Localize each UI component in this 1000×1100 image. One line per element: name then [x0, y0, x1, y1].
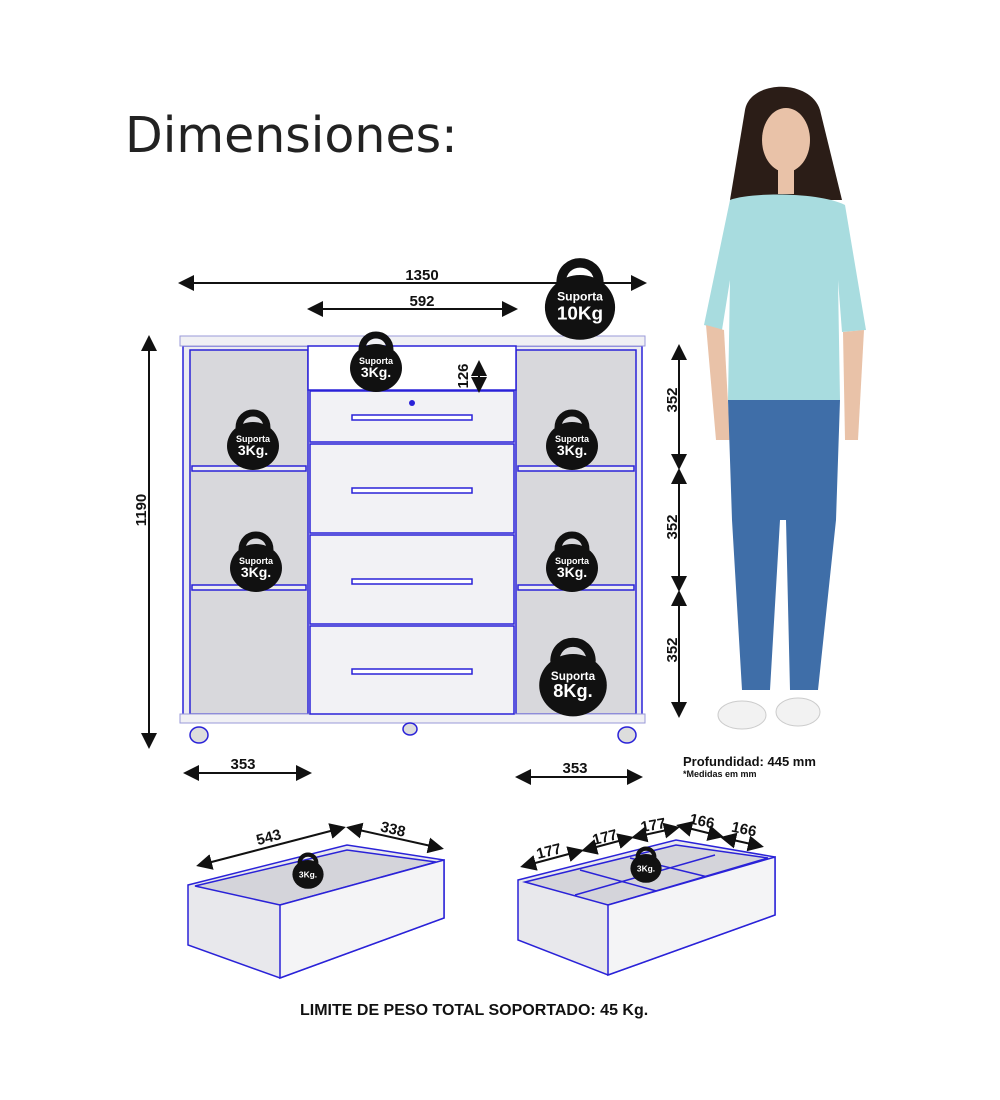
drawer-fronts	[309, 390, 515, 715]
svg-text:10Kg: 10Kg	[557, 304, 603, 325]
weight-3kg-divided-drawer-icon: 3Kg.	[630, 849, 661, 883]
svg-text:592: 592	[409, 293, 434, 310]
svg-text:Suporta: Suporta	[557, 290, 603, 304]
svg-text:352: 352	[664, 387, 681, 412]
niche-126-dimension: 126	[455, 360, 487, 393]
svg-text:3Kg.: 3Kg.	[299, 869, 317, 879]
svg-text:Suporta: Suporta	[555, 556, 590, 566]
svg-text:Suporta: Suporta	[551, 670, 596, 683]
svg-text:3Kg.: 3Kg.	[241, 564, 271, 580]
svg-text:8Kg.: 8Kg.	[553, 681, 592, 701]
svg-text:1350: 1350	[405, 267, 438, 284]
svg-text:126: 126	[455, 363, 472, 388]
svg-text:3Kg.: 3Kg.	[238, 442, 268, 458]
wheel-icons	[189, 722, 637, 744]
svg-text:177: 177	[639, 815, 667, 836]
total-weight-limit: LIMITE DE PESO TOTAL SOPORTADO: 45 Kg.	[300, 1002, 648, 1019]
svg-text:352: 352	[664, 514, 681, 539]
person-figure	[704, 86, 866, 730]
weight-3kg-left-lower-icon: Suporta 3Kg.	[230, 535, 282, 592]
svg-text:352: 352	[664, 637, 681, 662]
weight-3kg-niche-icon: Suporta 3Kg.	[350, 335, 402, 392]
divided-drawer: 177 177 177 166 166 3Kg.	[517, 811, 776, 977]
svg-text:Suporta: Suporta	[555, 434, 590, 444]
weight-3kg-right-upper-icon: Suporta 3Kg.	[546, 413, 598, 470]
depth-label: Profundidad: 445 mm	[683, 754, 816, 769]
svg-text:166: 166	[688, 811, 716, 833]
weight-3kg-right-lower-icon: Suporta 3Kg.	[546, 535, 598, 592]
svg-text:3Kg.: 3Kg.	[557, 564, 587, 580]
weight-10kg-icon: Suporta 10Kg	[545, 263, 615, 340]
weight-8kg-icon: Suporta 8Kg.	[539, 642, 607, 716]
svg-text:543: 543	[255, 826, 284, 849]
svg-text:3Kg.: 3Kg.	[557, 442, 587, 458]
section-heights-dimension: 352 352 352	[664, 344, 687, 718]
units-note: *Medidas em mm	[683, 769, 757, 779]
weight-3kg-left-upper-icon: Suporta 3Kg.	[227, 413, 279, 470]
svg-text:Suporta: Suporta	[236, 434, 271, 444]
svg-text:353: 353	[562, 760, 587, 777]
svg-text:177: 177	[591, 826, 619, 849]
svg-text:177: 177	[535, 840, 563, 863]
cabinet	[179, 335, 646, 744]
right-width-dimension: 353	[515, 760, 643, 785]
weight-3kg-drawer-icon: 3Kg.	[292, 855, 323, 889]
width-592-dimension: 592	[307, 293, 518, 317]
svg-text:1190: 1190	[133, 494, 150, 527]
plain-drawer: 543 338 3Kg.	[187, 819, 445, 980]
svg-text:3Kg.: 3Kg.	[361, 364, 391, 380]
svg-text:Suporta: Suporta	[239, 556, 274, 566]
height-1190-dimension: 1190	[133, 335, 157, 749]
left-width-dimension: 353	[183, 756, 312, 781]
svg-text:Suporta: Suporta	[359, 356, 394, 366]
svg-text:353: 353	[230, 756, 255, 773]
page-title: Dimensiones:	[125, 107, 458, 164]
svg-text:166: 166	[730, 819, 758, 841]
svg-text:3Kg.: 3Kg.	[637, 863, 655, 873]
svg-text:338: 338	[379, 819, 407, 841]
